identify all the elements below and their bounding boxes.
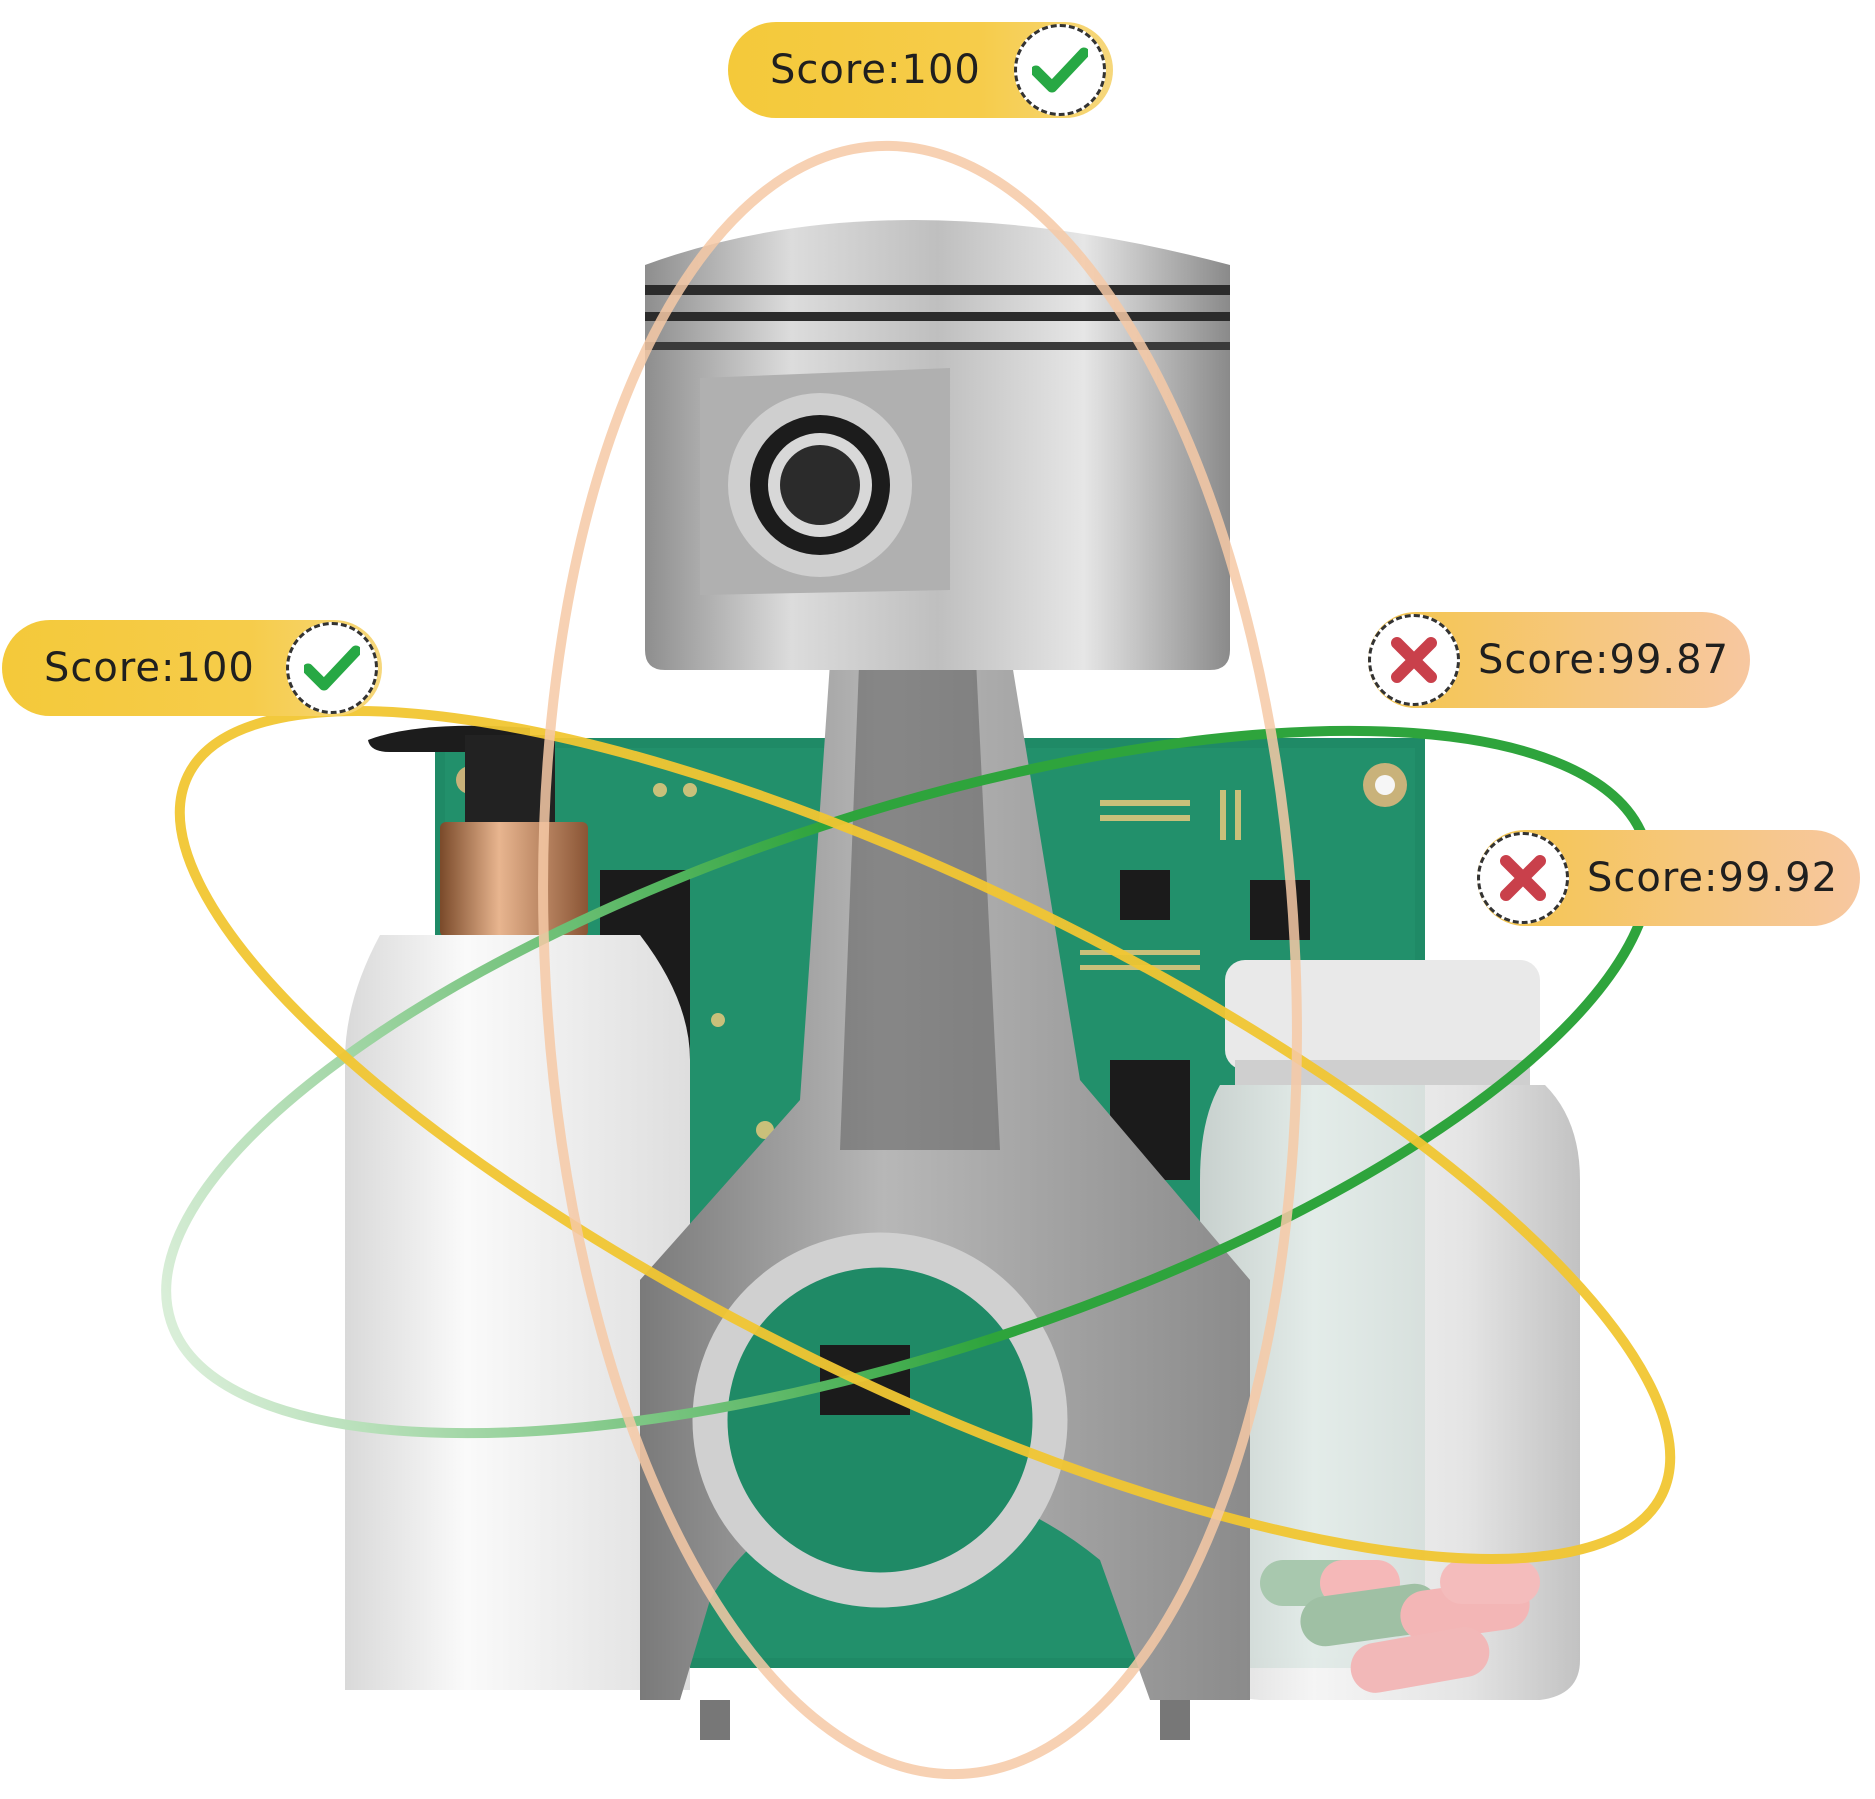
peach-orbit	[538, 140, 1302, 1780]
connecting-rod	[640, 590, 1250, 1740]
check-icon	[1014, 24, 1106, 116]
score-badge-right-upper: Score:99.87	[1368, 612, 1750, 708]
score-badge-top: Score:100	[728, 22, 1113, 118]
yellow-orbit	[174, 706, 1676, 1564]
capsules	[1260, 1560, 1540, 1693]
score-label: Score:99.92	[1587, 855, 1839, 901]
check-icon	[286, 622, 378, 714]
score-label: Score:100	[44, 645, 255, 691]
cross-icon	[1477, 832, 1569, 924]
score-badge-right-lower: Score:99.92	[1477, 830, 1860, 926]
piston	[645, 220, 1230, 670]
score-label: Score:99.87	[1478, 637, 1730, 683]
pill-jar	[1200, 960, 1580, 1700]
cross-icon	[1368, 614, 1460, 706]
score-label: Score:100	[770, 47, 981, 93]
score-badge-left: Score:100	[2, 620, 382, 716]
